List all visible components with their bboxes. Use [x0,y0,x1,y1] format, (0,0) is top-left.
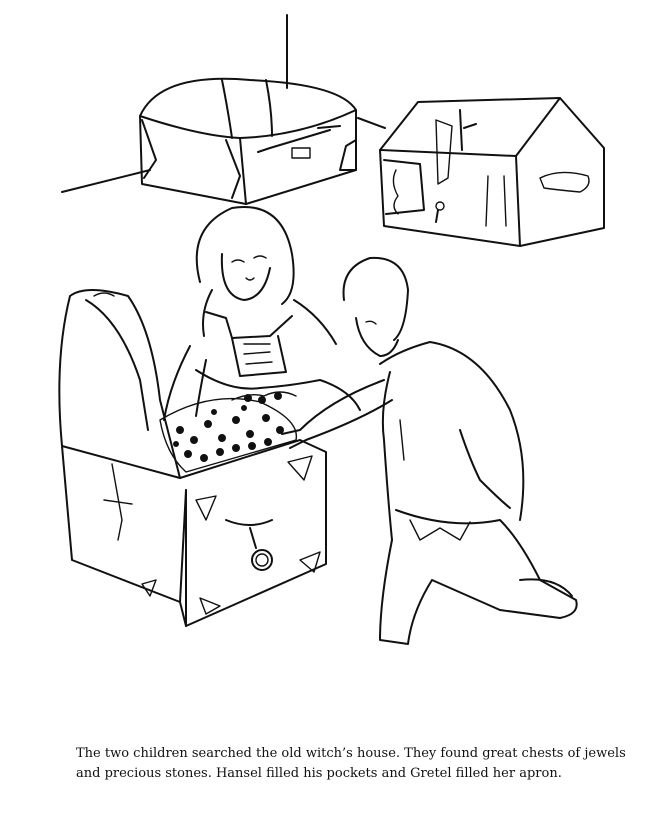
coloring-illustration [58,14,605,645]
gretel-figure [163,206,361,421]
open-treasure-chest [58,289,327,627]
caption-line-1: The two children searched the old witch’… [76,746,626,761]
chest-back-right [379,97,605,247]
hansel-figure [281,256,578,645]
chest-back-left [139,77,357,205]
room-walls [61,14,386,193]
jewels-heap [159,397,298,473]
story-caption: The two children searched the old witch’… [76,744,636,784]
caption-line-2: and precious stones. Hansel filled his p… [76,766,562,781]
